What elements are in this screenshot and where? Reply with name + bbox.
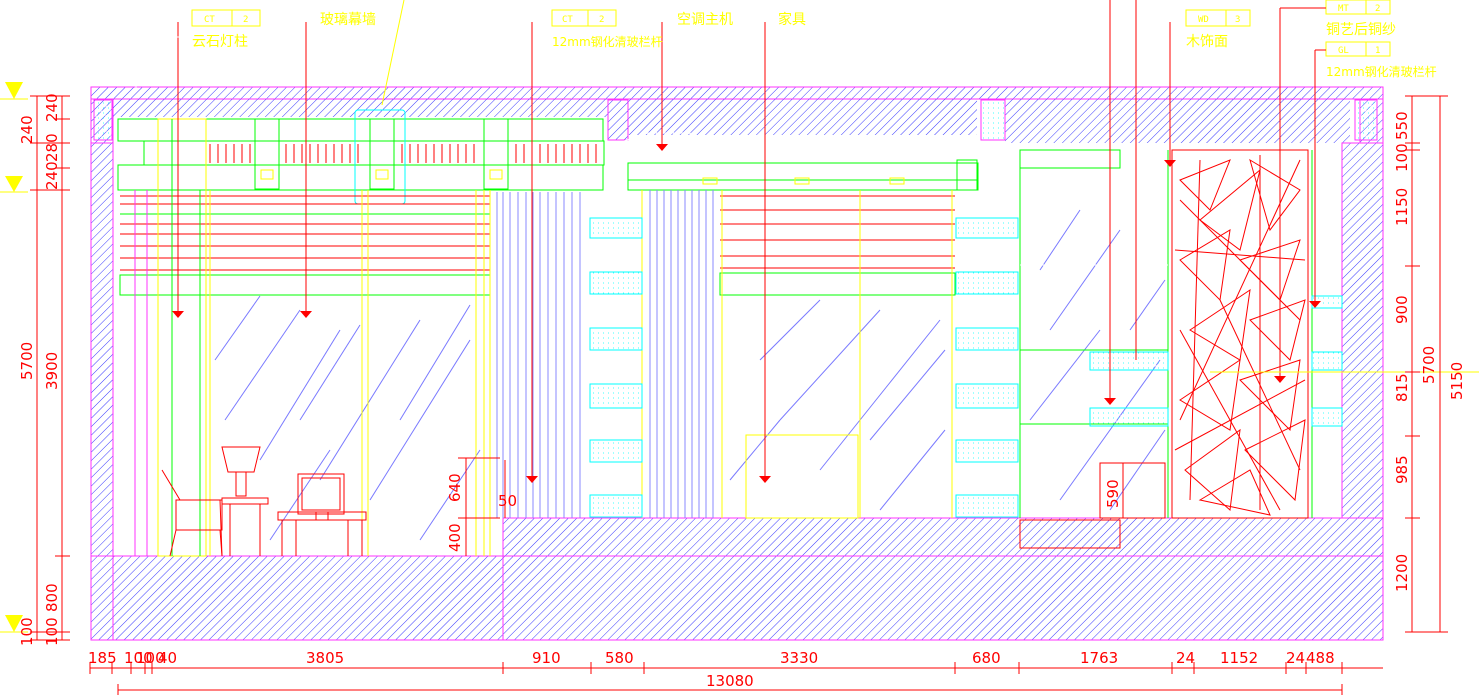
dims-local: 640 400 50 590 (446, 473, 1122, 552)
dim-text: 910 (532, 649, 561, 667)
dim-text: 50 (498, 492, 517, 510)
callout-num: 1 (1375, 46, 1380, 56)
dims-right: 550 100 1150 900 815 985 1200 5700 5150 (1393, 111, 1466, 592)
callout-code: WD (1198, 15, 1209, 25)
callout-furniture: 家具 (778, 11, 806, 28)
dim-text: 3900 (43, 352, 61, 390)
vertical-frames (134, 118, 1313, 557)
dimension-lines (30, 95, 1448, 691)
dim-text: 1200 (1393, 554, 1411, 592)
callout-text: 12mm钢化清玻栏杆 (552, 34, 663, 49)
callout-text: 云石灯柱 (192, 34, 248, 50)
callout-text: 空调主机 (677, 12, 733, 28)
dim-text: 240 (43, 161, 61, 190)
dim-text: 240 (43, 93, 61, 122)
glass-wall-leader (381, 0, 405, 106)
dim-text: 5700 (18, 342, 36, 380)
furniture (161, 446, 1166, 557)
ceiling-slats (209, 144, 597, 163)
callout-ct-marble-pillar: CT 2 云石灯柱 (191, 9, 261, 50)
louver-lines (119, 195, 956, 296)
callout-code: CT (562, 15, 573, 25)
callout-text: 家具 (778, 11, 806, 28)
callout-text: 铜艺后铜纱 (1326, 22, 1396, 38)
dim-text: 3805 (306, 649, 344, 667)
callout-text: 玻璃幕墙 (320, 11, 376, 28)
dim-text: 40 (158, 649, 177, 667)
dim-text: 1152 (1220, 649, 1258, 667)
structure-hatch (90, 86, 1384, 641)
dim-text: 640 (446, 473, 464, 502)
glass-reflections (214, 209, 1166, 541)
ac-unit (611, 132, 691, 159)
curtains (496, 190, 714, 518)
callout-gl-glass-railing: GL 1 12mm钢化清玻栏杆 (1325, 41, 1437, 79)
callout-mt-copper-mesh: MT 2 铜艺后铜纱 (1325, 0, 1396, 38)
dims-left: 240 5700 100 240 280 240 3900 800 100 (18, 93, 61, 646)
stone-stacks (589, 217, 1343, 518)
callout-code: MT (1338, 4, 1349, 14)
callout-wd-wood-veneer: WD 3 木饰面 (1185, 9, 1251, 50)
dim-text: 800 (43, 583, 61, 612)
dim-text: 24 (1286, 649, 1305, 667)
dim-text: 550 (1393, 111, 1411, 140)
dim-text: 1763 (1080, 649, 1118, 667)
dim-text: 488 (1306, 649, 1335, 667)
dim-text: 100 (136, 649, 165, 667)
dim-text: 100 (43, 617, 61, 646)
dim-text: 3330 (780, 649, 818, 667)
callout-num: 2 (1375, 4, 1380, 14)
level-markers (0, 82, 28, 633)
callout-glass-curtain-wall: 玻璃幕墙 (320, 11, 376, 28)
callout-code: CT (204, 15, 215, 25)
ceiling-grid (117, 118, 1121, 191)
dim-text: 100 (1393, 143, 1411, 172)
dimension-ticks (89, 662, 1343, 695)
dim-text: 5700 (1420, 346, 1438, 384)
dim-text: 185 (88, 649, 117, 667)
dim-text: 590 (1104, 479, 1122, 508)
dims-bottom: 185 100 100 40 3805 910 580 3330 680 176… (88, 649, 1335, 690)
dim-text: 24 (1176, 649, 1195, 667)
leader-arrows (172, 144, 1321, 483)
dim-text: 100 (18, 617, 36, 646)
callout-ac-unit: 空调主机 (677, 12, 733, 28)
dim-text: 815 (1393, 373, 1411, 402)
dim-text: 985 (1393, 455, 1411, 484)
dim-text: 240 (18, 115, 36, 144)
dim-text: 400 (446, 523, 464, 552)
dim-text: 1150 (1393, 188, 1411, 226)
callout-ct-glass-railing: CT 2 12mm钢化清玻栏杆 (551, 9, 663, 49)
callout-text: 12mm钢化清玻栏杆 (1326, 64, 1437, 79)
leaf-feature-wall (1171, 149, 1309, 519)
dim-text: 5150 (1448, 362, 1466, 400)
callout-num: 3 (1235, 15, 1240, 25)
dim-text: 900 (1393, 295, 1411, 324)
dim-text: 100 (124, 649, 153, 667)
dim-text: 580 (605, 649, 634, 667)
crosshair-cursor (88, 0, 185, 90)
callout-num: 2 (243, 15, 248, 25)
callout-code: GL (1338, 46, 1349, 56)
dim-text: 680 (972, 649, 1001, 667)
dim-total: 13080 (706, 672, 754, 690)
callout-num: 2 (599, 15, 604, 25)
ceiling-lights (260, 109, 905, 205)
dim-text: 280 (43, 133, 61, 162)
leader-lines (177, 0, 1316, 518)
callout-text: 木饰面 (1186, 34, 1228, 50)
